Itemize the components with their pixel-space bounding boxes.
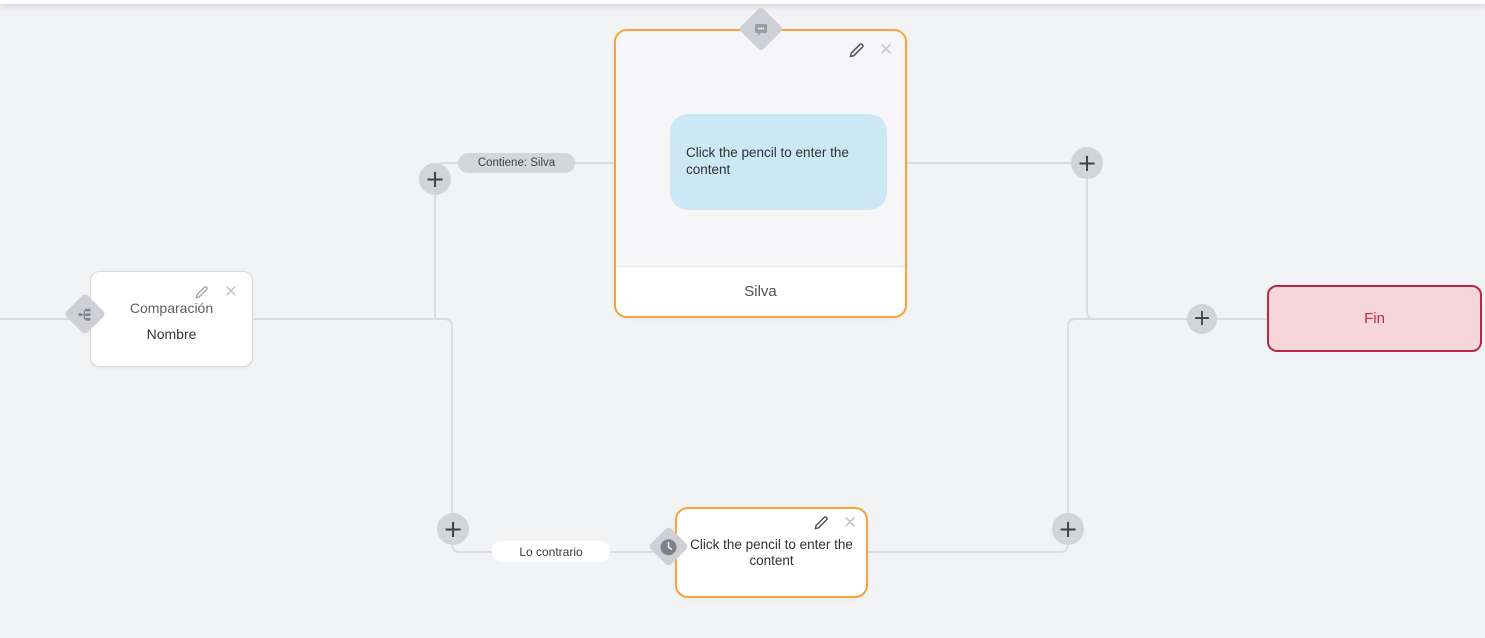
edge-label-no-match[interactable]: Lo contrario <box>492 541 610 562</box>
add-node-button-top-right[interactable]: + <box>1071 147 1103 179</box>
end-node[interactable]: Fin <box>1267 285 1482 352</box>
chat-icon <box>753 21 769 37</box>
delete-button[interactable]: ✕ <box>222 283 240 301</box>
edge-label-match[interactable]: Contiene: Silva <box>458 153 575 173</box>
delete-button[interactable]: ✕ <box>841 514 859 532</box>
node-subtitle: Nombre <box>146 326 197 342</box>
add-node-button-bottom-right[interactable]: + <box>1052 513 1084 545</box>
edit-button[interactable] <box>847 41 865 59</box>
message-node[interactable]: ✕ Click the pencil to enter the content … <box>614 29 907 318</box>
close-icon: ✕ <box>842 512 858 533</box>
canvas-top-edge <box>0 0 1485 4</box>
edge-trunk-up <box>434 162 616 319</box>
add-node-button-bottom-left[interactable]: + <box>437 513 469 545</box>
node-title: Comparación <box>129 300 214 316</box>
pencil-icon <box>194 285 208 299</box>
delay-node[interactable]: ✕ Click the pencil to enter the content <box>675 507 868 598</box>
pencil-icon <box>849 42 864 57</box>
edge-top-right <box>906 162 1267 320</box>
delete-button[interactable]: ✕ <box>877 41 895 59</box>
comparison-node[interactable]: ✕ Comparación Nombre <box>90 271 253 367</box>
branch-icon <box>78 307 93 322</box>
message-node-handle[interactable] <box>738 6 784 52</box>
add-node-button-top-left[interactable]: + <box>419 163 451 195</box>
pencil-icon <box>814 516 828 530</box>
close-icon: ✕ <box>223 281 239 302</box>
message-node-footer: Silva <box>616 266 905 316</box>
close-icon: ✕ <box>878 39 894 60</box>
comparison-node-handle[interactable] <box>63 292 107 336</box>
message-bubble: Click the pencil to enter the content <box>670 114 887 210</box>
edit-button[interactable] <box>192 283 210 301</box>
add-node-button-before-end[interactable]: + <box>1187 304 1217 334</box>
edit-button[interactable] <box>812 514 830 532</box>
delay-node-text: Click the pencil to enter the content <box>690 537 853 569</box>
clock-icon <box>659 537 679 557</box>
delay-node-handle[interactable] <box>647 525 690 568</box>
